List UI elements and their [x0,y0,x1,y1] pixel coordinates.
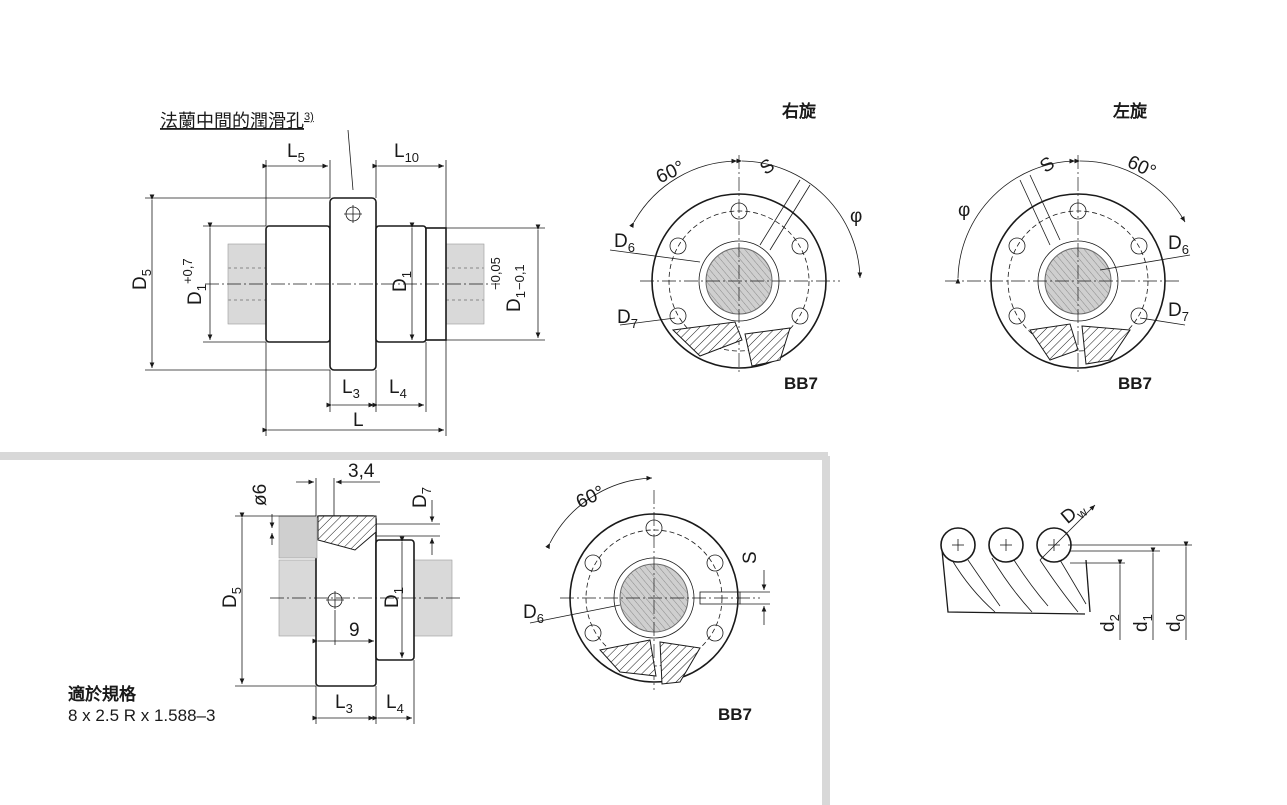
svg-text:−0,1: −0,1 [512,264,527,290]
svg-text:d0: d0 [1164,614,1188,632]
caption-left-hand: 左旋 [1113,101,1148,121]
dim-D6-right: D6 [614,231,635,255]
dim-D1-tol: D1+0,7 [180,258,209,305]
dim-60-right: 60° [653,157,688,188]
flange-front-bottom [529,475,770,690]
caption-bb7-left: BB7 [1118,374,1152,393]
dim-S-right: S [756,155,778,179]
dim-D6-left: D6 [1168,233,1189,257]
caption-bb7-right: BB7 [784,374,818,393]
svg-text:D1+0,7: D1+0,7 [180,258,209,305]
svg-text:D5: D5 [130,269,154,290]
svg-text:d1: d1 [1131,614,1155,632]
dim-L: L [353,410,364,431]
nut-side-view-top [145,129,545,436]
dim-L10: L10 [394,141,419,165]
dim-d2: d2 [1098,614,1122,632]
dim-phi6: ø6 [250,484,271,506]
dim-S-bottom: S [740,551,761,564]
caption-bb7-bottom: BB7 [718,705,752,724]
svg-text:ø6: ø6 [250,484,271,506]
panel-border [0,452,830,805]
dim-D1-tol-b: D1 −0,05 −0,1 [488,257,528,312]
svg-text:D1: D1 [382,587,406,608]
svg-text:D5: D5 [220,587,244,608]
dim-D5: D5 [130,269,154,290]
flange-front-right [609,155,863,375]
dim-L4-bottom: L4 [386,692,404,716]
svg-text:−0,05: −0,05 [488,257,503,290]
dim-D5-bottom: D5 [220,587,244,608]
dim-S-left: S [1036,153,1058,177]
dim-D7-bottom: D7 [410,487,434,508]
caption-right-hand: 右旋 [782,101,817,121]
spec-label: 8 x 2.5 R x 1.588–3 [68,706,215,725]
flange-front-left [945,155,1191,375]
dim-D1-bottom: D1 [382,587,406,608]
dim-3-4: 3,4 [348,461,375,482]
dim-D7-right: D7 [617,307,638,331]
dim-phi-left: φ [958,200,970,221]
dim-L3: L3 [342,377,360,401]
svg-text:D1: D1 [504,291,528,312]
dim-d0: d0 [1164,614,1188,632]
dim-L4: L4 [389,377,407,401]
dim-phi-right: φ [850,206,862,227]
dim-60-bottom: 60° [573,482,608,513]
svg-text:D7: D7 [410,487,434,508]
lube-hole-caption: 法蘭中間的潤滑孔3) [160,111,314,131]
nut-side-view-bottom [235,478,460,724]
dim-D1: D1 [390,271,414,292]
dim-L3-bottom: L3 [335,692,353,716]
suitable-for-label: 適於規格 [68,684,137,704]
dim-d1: d1 [1131,614,1155,632]
dim-9: 9 [349,620,360,641]
svg-text:d2: d2 [1098,614,1122,632]
dim-D7-left: D7 [1168,300,1189,324]
dim-60-left: 60° [1124,152,1159,183]
ball-screw-section [940,504,1192,640]
dim-D6-bottom: D6 [523,602,544,626]
svg-text:D1: D1 [390,271,414,292]
svg-text:S: S [740,551,761,564]
dim-L5: L5 [287,141,305,165]
